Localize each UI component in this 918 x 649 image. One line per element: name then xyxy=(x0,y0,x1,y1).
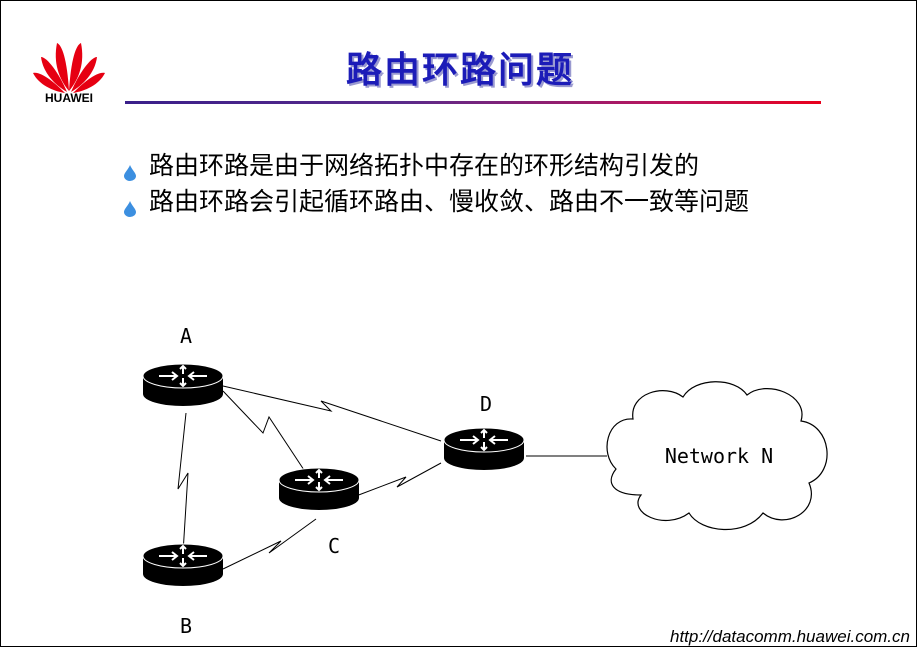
slide-title: 路由环路问题 xyxy=(345,50,574,91)
link-b-c xyxy=(222,518,317,570)
link-a-c xyxy=(222,390,307,474)
bullet-item: 路由环路是由于网络拓扑中存在的环形结构引发的 xyxy=(119,149,819,183)
bullet-text: 路由环路会引起循环路由、慢收敛、路由不一致等问题 xyxy=(149,187,750,216)
bullet-list: 路由环路是由于网络拓扑中存在的环形结构引发的 路由环路会引起循环路由、慢收敛、路… xyxy=(119,149,819,221)
router-d-icon xyxy=(443,427,525,471)
water-drop-bullet-icon xyxy=(124,201,136,217)
link-a-b xyxy=(177,412,189,554)
cloud-icon xyxy=(606,381,828,531)
router-b-icon xyxy=(142,543,224,587)
title-underline xyxy=(125,101,821,104)
huawei-logo-icon xyxy=(33,43,105,93)
link-a-d xyxy=(222,385,442,442)
router-a-icon xyxy=(142,363,224,407)
bullet-item: 路由环路会引起循环路由、慢收敛、路由不一致等问题 xyxy=(119,185,819,219)
network-label: Network N xyxy=(665,444,773,468)
bullet-text: 路由环路是由于网络拓扑中存在的环形结构引发的 xyxy=(149,151,700,180)
router-d-label: D xyxy=(480,392,492,416)
router-c-label: C xyxy=(328,534,340,558)
footer-url: http://datacomm.huawei.com.cn xyxy=(669,627,910,646)
water-drop-bullet-icon xyxy=(124,165,136,181)
router-c-icon xyxy=(278,467,360,511)
router-b-label: B xyxy=(180,614,192,638)
logo-text: HUAWEI xyxy=(45,91,93,105)
router-a-label: A xyxy=(180,324,192,348)
link-c-d xyxy=(355,462,442,497)
